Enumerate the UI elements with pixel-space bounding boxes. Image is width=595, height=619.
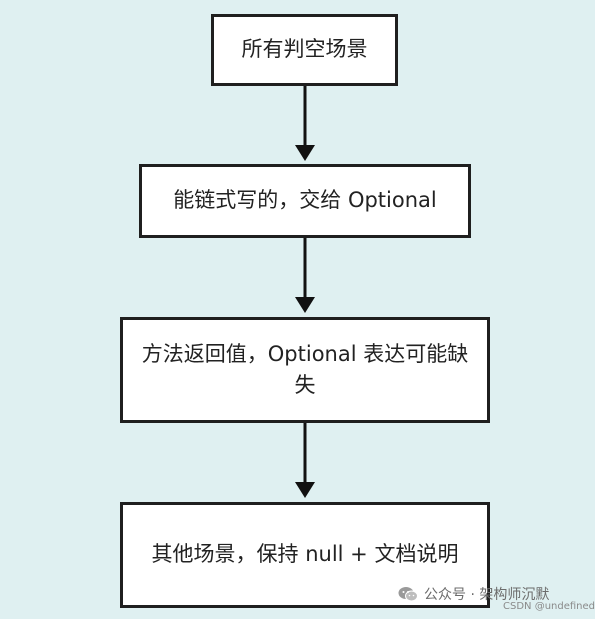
wechat-logo-icon: [398, 587, 418, 602]
node-other-scenarios-null-doc: 其他场景，保持 null + 文档说明: [120, 502, 490, 608]
node-all-null-check-scenarios: 所有判空场景: [211, 14, 398, 86]
edge-n1-n2: [295, 86, 315, 161]
node-method-return-optional: 方法返回值，Optional 表达可能缺失: [120, 317, 490, 423]
node-label: 其他场景，保持 null + 文档说明: [151, 542, 459, 567]
watermark-text: 公众号 · 架构师沉默: [424, 587, 550, 603]
edge-n2-n3: [295, 238, 315, 313]
source-credit: CSDN @undefined: [503, 601, 595, 612]
node-label: 所有判空场景: [241, 37, 368, 62]
node-chainable-use-optional: 能链式写的，交给 Optional: [139, 164, 471, 238]
node-label: 方法返回值，Optional 表达可能缺失: [141, 341, 469, 398]
node-label: 能链式写的，交给 Optional: [173, 188, 437, 213]
watermark: 公众号 · 架构师沉默: [398, 584, 549, 604]
edge-n3-n4: [295, 423, 315, 498]
